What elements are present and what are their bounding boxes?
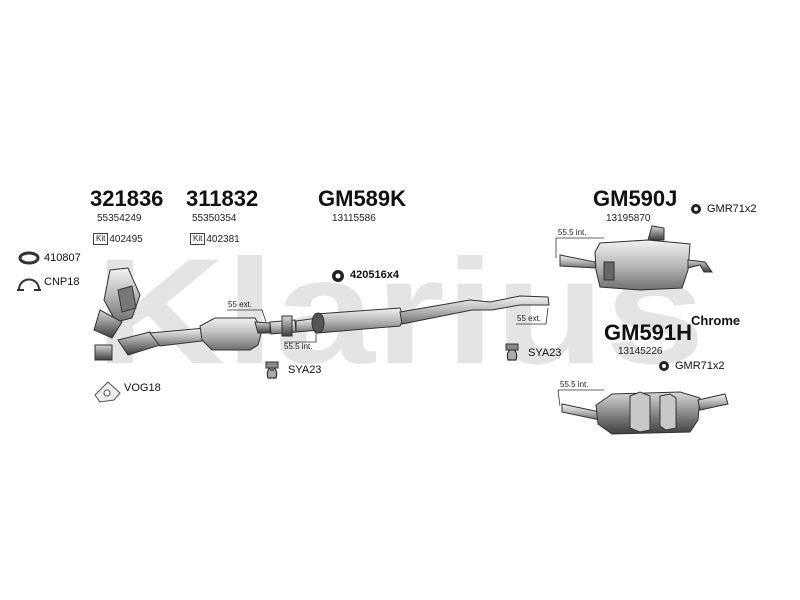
gasket-icon-vog18 [94,381,121,403]
leader-555int-bottom [557,389,604,407]
accessory-gmr71-top: GMR71x2 [707,203,757,215]
leader-55ext-right [516,307,549,325]
oem-number-55350354: 55350354 [192,213,237,224]
front-catalyst-321836 [93,267,141,339]
accessory-vog18: VOG18 [124,382,161,394]
center-silencer-gm589k [269,295,550,337]
oem-number-13115586: 13115586 [332,213,376,224]
nut-icon-420516 [332,270,344,282]
kit-label: Kit [93,233,109,245]
accessory-410807: 410807 [44,252,81,264]
nut-icon-gmr71-top [691,204,701,214]
part-number-gm591h: GM591H [604,320,693,345]
kit-number: 402495 [109,233,143,245]
dimension-55ext-right: 55 ext. [517,314,542,323]
part-number-gm589k: GM589K [318,186,407,211]
part-number-311832: 311832 [186,186,259,211]
dimension-55ext-left: 55 ext. [228,300,253,309]
nut-icon-gmr71-bottom [659,361,669,371]
leader-555int-top [555,237,604,258]
chrome-finish-label: Chrome [691,313,741,328]
leader-55ext-left [227,309,267,323]
dimension-555int-bottom: 55.5 int. [560,380,589,389]
accessory-gmr71-bottom: GMR71x2 [675,360,725,372]
oem-number-55354249: 55354249 [97,213,142,224]
oem-number-13145226: 13145226 [618,346,663,357]
part-number-321836: 321836 [90,186,164,211]
accessory-sya23-right: SYA23 [528,347,562,359]
rear-silencer-gm590j [559,225,713,291]
oem-number-13195870: 13195870 [606,213,651,224]
hanger-icon-sya23-right [505,343,519,361]
ring-icon-410807 [18,251,40,265]
accessory-cnp18: CNP18 [44,276,80,288]
dimension-555int-left: 55.5 int. [284,342,313,351]
kit-number: 402381 [206,233,240,245]
accessory-sya23-left: SYA23 [288,364,322,376]
rear-silencer-gm591h [561,391,729,435]
clamp-icon-cnp18 [17,278,41,291]
hanger-icon-sya23-left [265,361,279,379]
kit-label: Kit [190,233,206,245]
part-number-gm590j: GM590J [593,186,678,211]
accessory-420516x4: 420516x4 [350,269,399,281]
dimension-555int-top: 55.5 int. [558,228,587,237]
front-pipe-catalyst-311832 [94,317,271,361]
leader-555int-left [284,330,317,343]
